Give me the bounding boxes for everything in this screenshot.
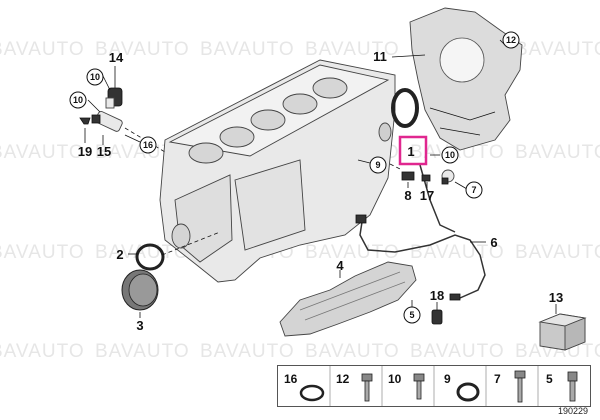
callout-12: 12: [502, 31, 520, 49]
svg-text:10: 10: [445, 150, 455, 160]
label-4: 4: [336, 258, 344, 273]
strip-label-9: 9: [444, 372, 451, 386]
label-18: 18: [430, 288, 444, 303]
svg-text:BAVAUTO: BAVAUTO: [0, 242, 85, 263]
part-18-connector: [431, 309, 443, 325]
svg-text:12: 12: [506, 35, 516, 45]
part-7-sensor: [441, 169, 455, 185]
svg-text:BAVAUTO: BAVAUTO: [305, 242, 400, 263]
callout-10-a: 10: [86, 68, 104, 86]
strip-label-12: 12: [336, 372, 350, 386]
small-parts-strip-drawing: 16 12 10 9 7 5: [284, 366, 578, 406]
svg-text:5: 5: [409, 310, 414, 320]
svg-text:1: 1: [407, 144, 414, 159]
strip-label-7: 7: [494, 372, 501, 386]
part-8-part: [401, 171, 415, 181]
svg-text:BAVAUTO: BAVAUTO: [515, 341, 600, 362]
strip-label-16: 16: [284, 372, 298, 386]
part-13-kit-box: [538, 313, 587, 351]
svg-text:BAVAUTO: BAVAUTO: [305, 39, 400, 60]
strip-stud-icon: [567, 371, 578, 402]
svg-text:10: 10: [90, 72, 100, 82]
part-9-seal-ring: [391, 88, 419, 128]
callout-7: 7: [465, 181, 483, 199]
svg-text:BAVAUTO: BAVAUTO: [0, 142, 85, 163]
part-17-part: [421, 174, 431, 182]
svg-text:7: 7: [471, 185, 476, 195]
part-4-oil-baffle: [279, 261, 417, 337]
label-17: 17: [420, 188, 434, 203]
strip-bolt-icon: [361, 373, 373, 402]
part-11-cover-plate: [409, 7, 523, 151]
svg-text:BAVAUTO: BAVAUTO: [200, 39, 295, 60]
label-8: 8: [404, 188, 411, 203]
svg-text:BAVAUTO: BAVAUTO: [410, 341, 505, 362]
label-6: 6: [490, 235, 497, 250]
label-11: 11: [373, 49, 387, 64]
svg-text:BAVAUTO: BAVAUTO: [515, 142, 600, 163]
callout-5: 5: [403, 306, 421, 324]
svg-text:BAVAUTO: BAVAUTO: [95, 242, 190, 263]
part-2-seal-ring: [135, 243, 165, 271]
part-15-sensor: [91, 111, 123, 132]
svg-text:BAVAUTO: BAVAUTO: [515, 242, 600, 263]
part-14-sensor: [105, 87, 123, 109]
part-3-cover-plug: [121, 269, 159, 311]
svg-text:BAVAUTO: BAVAUTO: [0, 341, 85, 362]
engine-block-drawing: [159, 59, 396, 283]
svg-text:BAVAUTO: BAVAUTO: [305, 341, 400, 362]
label-15: 15: [97, 144, 111, 159]
svg-text:BAVAUTO: BAVAUTO: [95, 39, 190, 60]
label-14: 14: [109, 50, 124, 65]
svg-text:BAVAUTO: BAVAUTO: [515, 39, 600, 60]
strip-ring-icon: [299, 384, 325, 402]
diagram-reference-number: 190229: [557, 406, 588, 416]
callout-10-c: 10: [441, 146, 459, 164]
svg-text:BAVAUTO: BAVAUTO: [200, 341, 295, 362]
label-2: 2: [116, 247, 123, 262]
strip-seal-icon: [456, 382, 480, 402]
svg-text:10: 10: [73, 95, 83, 105]
strip-label-5: 5: [546, 372, 553, 386]
label-13: 13: [549, 290, 563, 305]
svg-text:BAVAUTO: BAVAUTO: [95, 341, 190, 362]
svg-text:9: 9: [375, 160, 380, 170]
strip-screw-icon: [413, 373, 425, 400]
highlighted-part-1: 1: [398, 135, 428, 166]
callout-9: 9: [369, 156, 387, 174]
small-parts-strip: 16 12 10 9 7 5: [277, 365, 591, 407]
strip-label-10: 10: [388, 372, 402, 386]
part-19-bolt: [79, 117, 91, 125]
callout-16: 16: [139, 136, 157, 154]
label-3: 3: [136, 318, 143, 333]
strip-bolt-icon-2: [514, 370, 526, 403]
svg-text:BAVAUTO: BAVAUTO: [0, 39, 85, 60]
label-19: 19: [78, 144, 92, 159]
callout-10-b: 10: [69, 91, 87, 109]
svg-text:16: 16: [143, 140, 153, 150]
part-6-wiring-harness: [355, 164, 486, 301]
